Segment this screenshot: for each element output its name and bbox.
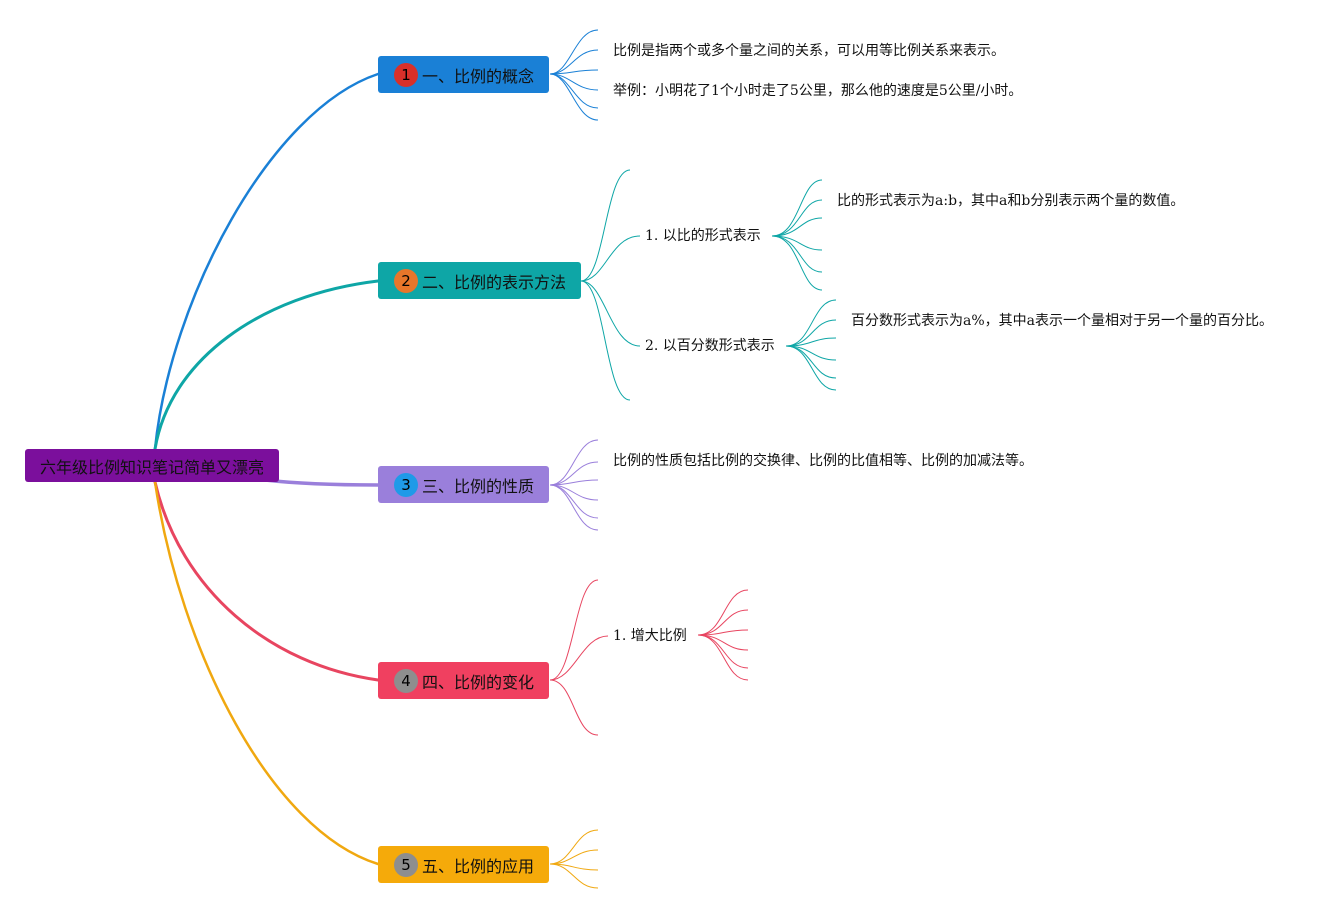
- note-text[interactable]: 比例的性质包括比例的交换律、比例的比值相等、比例的加减法等。: [613, 453, 1033, 469]
- connector-root-branch-3: [263, 478, 380, 487]
- connector-root-branch-5: [153, 480, 380, 866]
- root-label: 六年级比例知识笔记简单又漂亮: [39, 457, 264, 477]
- fan-branch-1: [549, 29, 599, 121]
- connector-root-branch-1: [153, 72, 380, 451]
- branch-label: 一、比例的概念: [422, 66, 535, 86]
- branch-node-5[interactable]: 5 五、比例的应用: [378, 846, 549, 883]
- note-text[interactable]: 比例是指两个或多个量之间的关系，可以用等比例关系来表示。: [613, 43, 1005, 59]
- number-badge-icon: 4: [394, 668, 418, 693]
- branch-label: 五、比例的应用: [422, 856, 535, 876]
- branch-label: 三、比例的性质: [422, 476, 535, 496]
- fan-sub-2-1: [771, 179, 823, 291]
- connector-root-branch-2: [153, 279, 380, 451]
- sub-topic-label[interactable]: 1. 增大比例: [613, 628, 687, 644]
- sub-topic-label[interactable]: 1. 以比的形式表示: [645, 228, 761, 244]
- sub-topic-label[interactable]: 2. 以百分数形式表示: [645, 338, 775, 354]
- branch-node-1[interactable]: 1 一、比例的概念: [378, 56, 549, 93]
- number-badge-icon: 5: [394, 852, 418, 877]
- note-text[interactable]: 比的形式表示为a:b，其中a和b分别表示两个量的数值。: [837, 193, 1185, 209]
- branch-node-4[interactable]: 4 四、比例的变化: [378, 662, 549, 699]
- fan-sub-4-1: [697, 589, 749, 681]
- number-badge-icon: 2: [394, 268, 418, 293]
- number-badge-icon: 3: [394, 472, 418, 497]
- fan-branch-3: [549, 439, 599, 531]
- branch-node-2[interactable]: 2 二、比例的表示方法: [378, 262, 581, 299]
- note-text[interactable]: 百分数形式表示为a%，其中a表示一个量相对于另一个量的百分比。: [851, 313, 1273, 329]
- connector-root-branch-4: [153, 480, 380, 682]
- number-badge-icon: 1: [394, 62, 418, 87]
- fan-branch-2: [580, 169, 641, 401]
- branch-label: 四、比例的变化: [422, 672, 535, 692]
- root-node[interactable]: 六年级比例知识笔记简单又漂亮: [25, 449, 279, 482]
- fan-branch-5: [549, 829, 599, 889]
- branch-label: 二、比例的表示方法: [422, 272, 567, 292]
- fan-branch-4: [549, 579, 609, 736]
- branch-node-3[interactable]: 3 三、比例的性质: [378, 466, 549, 503]
- note-text[interactable]: 举例：小明花了1个小时走了5公里，那么他的速度是5公里/小时。: [613, 83, 1023, 99]
- fan-sub-2-2: [785, 299, 837, 391]
